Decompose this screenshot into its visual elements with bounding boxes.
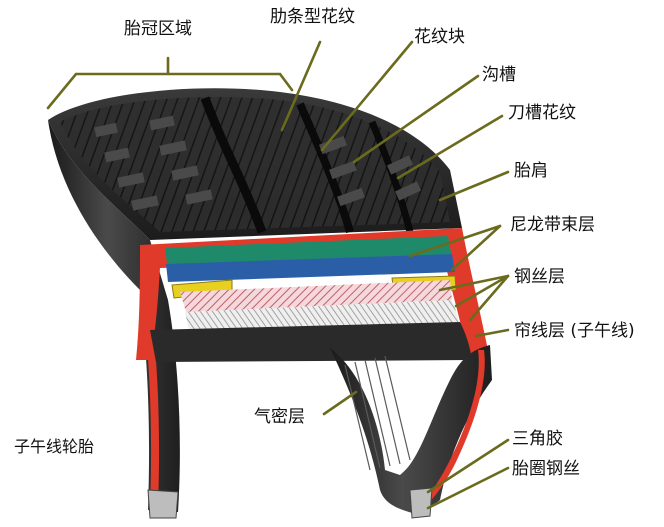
label-ply: 帘线层 (子午线) — [514, 321, 635, 341]
label-rib: 肋条型花纹 — [270, 7, 355, 27]
left-bead — [147, 489, 179, 519]
right-bead — [409, 487, 433, 519]
label-steel: 钢丝层 — [514, 267, 565, 287]
steel-belt-hatched — [180, 280, 452, 312]
groove-line-1 — [200, 96, 267, 234]
label-crown: 胎冠区域 — [124, 19, 192, 39]
groove-line-2 — [296, 102, 354, 234]
nylon-blue-layer — [166, 254, 455, 282]
leader-lines — [280, 40, 510, 510]
label-nylon: 尼龙带束层 — [510, 215, 595, 235]
inner-liner-band — [150, 322, 472, 362]
right-sidewall-stripes — [344, 355, 411, 471]
label-sipe: 刀槽花纹 — [508, 103, 576, 123]
label-shoulder: 胎肩 — [514, 161, 548, 181]
groove-line-3 — [368, 120, 414, 233]
label-groove: 沟槽 — [482, 65, 516, 85]
tire-body — [48, 88, 492, 519]
crown-bracket — [46, 56, 294, 110]
tread-blocks — [94, 115, 421, 211]
nylon-green-layer — [165, 236, 452, 270]
label-block: 花纹块 — [414, 27, 465, 47]
label-caption: 子午线轮胎 — [14, 437, 94, 456]
label-liner: 气密层 — [254, 407, 305, 427]
right-sidewall — [330, 345, 492, 515]
label-apex: 三角胶 — [512, 429, 563, 449]
label-bead: 胎圈钢丝 — [512, 459, 580, 479]
